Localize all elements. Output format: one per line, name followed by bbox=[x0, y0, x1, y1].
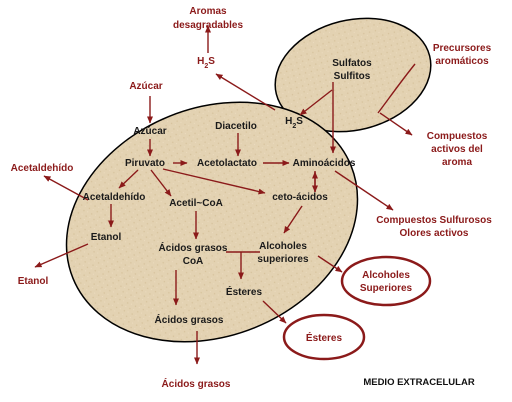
esteres-oval bbox=[282, 313, 366, 361]
arrow-esteres-out bbox=[262, 300, 287, 324]
label-ceto-acidos: ceto-ácidos bbox=[272, 192, 328, 203]
label-acetil-coa: Acetil~CoA bbox=[169, 198, 223, 209]
label-acetaldehido-inner: Acetaldehído bbox=[83, 192, 146, 203]
label-alcoholes-superiores-line2: superiores bbox=[257, 254, 309, 265]
arrow-amino-sulfurosos bbox=[334, 170, 394, 211]
label-sulfurosos-line2: Olores activos bbox=[400, 228, 469, 239]
label-sulfitos: Sulfitos bbox=[334, 71, 371, 82]
pathway-arrows bbox=[34, 25, 416, 365]
label-precursores-line2: aromáticos bbox=[435, 56, 489, 67]
label-azucar-inner: Azúcar bbox=[133, 126, 166, 137]
label-h2s-inner: H2S bbox=[285, 116, 303, 130]
label-etanol-inner: Etanol bbox=[91, 232, 122, 243]
arrow-etanol-out bbox=[34, 243, 89, 268]
label-precursores-line1: Precursores bbox=[433, 43, 492, 54]
arrow-to-compuestos-activos bbox=[379, 112, 413, 136]
label-acetolactato: Acetolactato bbox=[197, 158, 257, 169]
arrow-piruvato-acetilcoa bbox=[150, 169, 172, 197]
label-sulfatos: Sulfatos bbox=[332, 58, 372, 69]
arrow-sulfitos-to-h2s bbox=[299, 89, 333, 116]
label-diacetilo: Diacetilo bbox=[215, 121, 257, 132]
label-acidos-grasos-coa-line2: CoA bbox=[183, 256, 204, 267]
label-azucar-outer: Azúcar bbox=[129, 81, 162, 92]
label-esteres-circle: Ésteres bbox=[306, 331, 343, 344]
label-compuestos-line2: activos del bbox=[431, 144, 483, 155]
arrow-cetoacidos-alcoholes bbox=[283, 205, 303, 234]
label-aromas-line2: desagradables bbox=[173, 20, 243, 31]
label-sulfurosos-line1: Compuestos Sulfurosos bbox=[376, 215, 492, 226]
label-acidos-grasos-coa-line1: Ácidos grasos bbox=[159, 241, 228, 254]
label-aromas-line1: Aromas bbox=[189, 6, 227, 17]
label-acetaldehido-outer: Acetaldehído bbox=[11, 163, 74, 174]
inside-labels: Sulfatos Sulfitos H2S Azúcar Diacetilo P… bbox=[83, 58, 373, 326]
label-piruvato: Piruvato bbox=[125, 158, 165, 169]
label-acidos-grasos-outer: Ácidos grasos bbox=[162, 377, 231, 390]
arrow-piruvato-acetaldehido bbox=[118, 169, 139, 189]
arrow-h2s-inner-to-outer bbox=[215, 73, 276, 111]
arrow-piruvato-cetoacidos bbox=[162, 168, 266, 195]
label-etanol-outer: Etanol bbox=[18, 276, 49, 287]
outside-labels: Aromas desagradables H2S Azúcar Precurso… bbox=[11, 6, 493, 390]
label-aminoacidos: Aminoácidos bbox=[293, 158, 356, 169]
label-esteres-inner: Ésteres bbox=[226, 285, 263, 298]
arrow-acetaldehido-out bbox=[43, 175, 89, 201]
label-alcoholes-circle-line1: Alcoholes bbox=[362, 270, 410, 281]
label-medio-extracelular: MEDIO EXTRACELULAR bbox=[363, 377, 475, 388]
label-h2s-outer: H2S bbox=[197, 56, 215, 70]
label-compuestos-line3: aroma bbox=[442, 157, 472, 168]
label-alcoholes-superiores-line1: Alcoholes bbox=[259, 241, 307, 252]
label-alcoholes-circle-line2: Superiores bbox=[360, 283, 413, 294]
label-compuestos-line1: Compuestos bbox=[427, 131, 488, 142]
alcoholes-superiores-oval bbox=[340, 255, 432, 307]
arrow-alcoholes-out bbox=[317, 255, 343, 273]
line-bud-to-precursores bbox=[377, 63, 416, 114]
label-acidos-grasos-inner: Ácidos grasos bbox=[155, 313, 224, 326]
